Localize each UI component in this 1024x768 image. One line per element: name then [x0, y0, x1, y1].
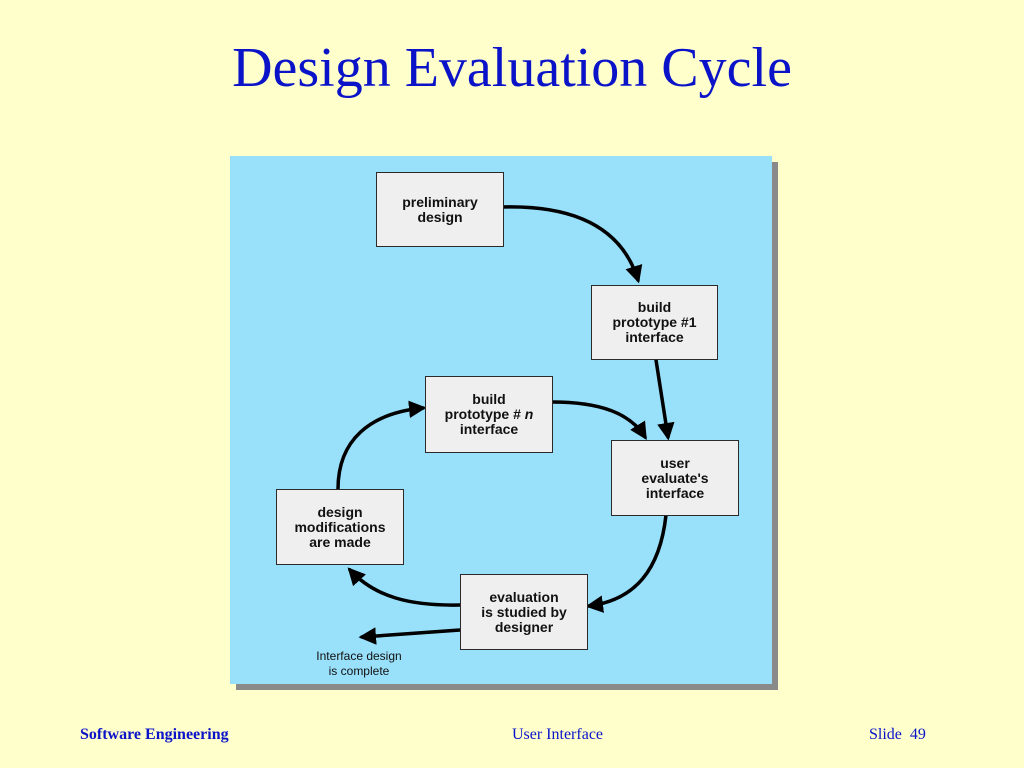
arrow-evaluation-to-complete — [358, 627, 462, 645]
node-preliminary-design: preliminary design — [376, 172, 504, 247]
footer-topic: User Interface — [511, 726, 604, 743]
node-user-evaluates-line2: evaluate's — [641, 469, 709, 486]
node-build-prototype-1-line3: interface — [625, 329, 684, 345]
node-design-modifications-line2: modifications — [294, 518, 386, 535]
node-preliminary-design-line2: design — [417, 208, 463, 225]
slide-title: Design Evaluation Cycle — [232, 37, 792, 99]
node-build-prototype-1-line2: prototype #1 — [612, 314, 697, 330]
node-design-modifications: design modifications are made — [276, 489, 404, 565]
node-build-prototype-n: build prototype # n interface — [425, 376, 553, 453]
node-build-prototype-1-line1: build — [637, 299, 672, 315]
arrow-evaluation-to-design-modifications — [347, 567, 462, 607]
node-build-prototype-n-variable: n — [524, 406, 534, 422]
node-evaluation-studied: evaluation is studied by designer — [460, 574, 588, 650]
footer-course-name: Software Engineering — [80, 726, 229, 743]
node-evaluation-studied-line3: designer — [494, 618, 554, 635]
arrow-prototype-1-to-user-evaluates — [654, 358, 675, 441]
node-design-modifications-line1: design — [317, 503, 363, 520]
arrow-design-modifications-to-prototype-n — [336, 400, 427, 491]
end-label-design-complete: Interface design is complete — [300, 649, 418, 679]
node-build-prototype-n-line2-prefix: prototype # — [444, 406, 525, 422]
node-design-modifications-line3: are made — [309, 533, 371, 550]
end-label-line2: is complete — [328, 664, 390, 678]
footer-slide-number: Slide 49 — [869, 726, 926, 744]
footer-slide-label: Slide — [869, 726, 902, 743]
end-label-line1: Interface design — [316, 649, 402, 663]
node-build-prototype-1: build prototype #1 interface — [591, 285, 718, 360]
node-build-prototype-n-line3: interface — [459, 421, 519, 437]
node-build-prototype-n-line1: build — [472, 391, 506, 407]
node-build-prototype-n-line2: prototype # n — [445, 407, 534, 422]
node-user-evaluates-line3: interface — [645, 484, 705, 501]
footer-slide-value: 49 — [909, 726, 926, 743]
arrow-preliminary-to-prototype-1 — [500, 205, 643, 284]
node-evaluation-studied-line2: is studied by — [481, 603, 567, 620]
node-user-evaluates-interface: user evaluate's interface — [611, 440, 739, 516]
node-evaluation-studied-line1: evaluation — [489, 588, 559, 605]
node-preliminary-design-line1: preliminary — [402, 193, 478, 210]
arrow-user-evaluates-to-evaluation — [585, 513, 668, 613]
arrow-prototype-n-to-user-evaluates — [550, 400, 647, 440]
node-user-evaluates-line1: user — [660, 454, 690, 471]
